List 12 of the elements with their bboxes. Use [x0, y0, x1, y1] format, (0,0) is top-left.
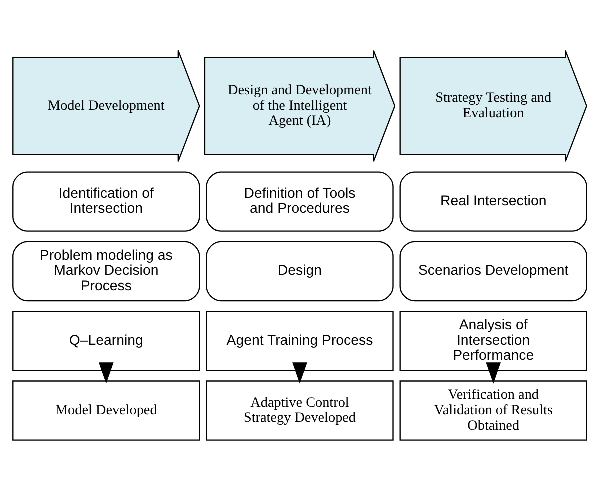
node-box: Identification of Intersection	[12, 171, 200, 232]
arrow	[486, 362, 502, 384]
node-box: Definition of Tools and Procedures	[206, 171, 394, 232]
node-box: Model Developed	[12, 380, 200, 440]
node-box: Problem modeling as Markov Decision Process	[12, 240, 200, 302]
node-box: Design	[206, 240, 394, 302]
arrow	[98, 362, 114, 384]
node-box: Verification and Validation of Results Obtained	[400, 380, 588, 440]
arrow	[292, 362, 308, 384]
node-box: Scenarios Development	[400, 240, 588, 302]
node-box: Real Intersection	[400, 171, 588, 232]
node-box: Adaptive Control Strategy Developed	[206, 380, 394, 440]
